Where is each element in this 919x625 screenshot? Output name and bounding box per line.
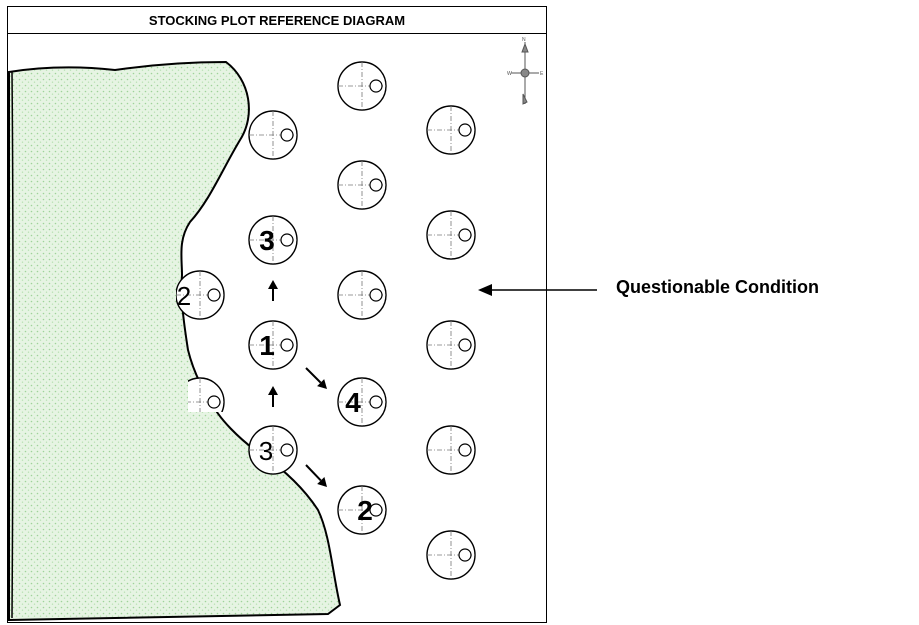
plot-number-label: 3 (259, 225, 275, 256)
plot-circle (426, 105, 476, 155)
movement-arrow (268, 386, 278, 407)
plot-circle (337, 160, 387, 210)
plot-circle (426, 210, 476, 260)
plot-circle (426, 530, 476, 580)
svg-text:W: W (507, 71, 512, 77)
svg-text:E: E (540, 71, 544, 77)
plot-circle (337, 377, 387, 427)
plot-circle (337, 485, 387, 535)
plot-number-label: 3 (259, 436, 273, 466)
plot-circle (426, 320, 476, 370)
movement-arrow (268, 280, 278, 301)
plot-circle (337, 270, 387, 320)
north-arrow-icon: N W E (507, 37, 544, 105)
plot-group (176, 61, 476, 580)
plot-circle (248, 320, 298, 370)
area-boundary (11, 71, 14, 619)
plot-circle (248, 215, 298, 265)
plot-circle (248, 425, 298, 475)
plot-circle (426, 425, 476, 475)
plot-circle (337, 61, 387, 111)
questionable-condition-label: Questionable Condition (616, 277, 819, 297)
annotation-arrow (478, 284, 597, 296)
diagram-title: STOCKING PLOT REFERENCE DIAGRAM (8, 7, 546, 34)
movement-arrow (305, 464, 327, 487)
shaded-area (8, 60, 342, 621)
plot-circle-partial (176, 270, 225, 320)
plot-circle (248, 110, 298, 160)
arrow-group (268, 280, 327, 487)
plot-number-label: 1 (259, 330, 275, 361)
plot-number-label: 4 (345, 387, 361, 418)
plot-number-label: 2 (177, 281, 191, 311)
plot-number-label: 2 (357, 495, 373, 526)
svg-text:N: N (522, 37, 526, 43)
plot-circle-partial (176, 377, 225, 412)
movement-arrow (305, 367, 327, 389)
plot-label-group: 3 2 1 4 3 2 (177, 225, 373, 526)
